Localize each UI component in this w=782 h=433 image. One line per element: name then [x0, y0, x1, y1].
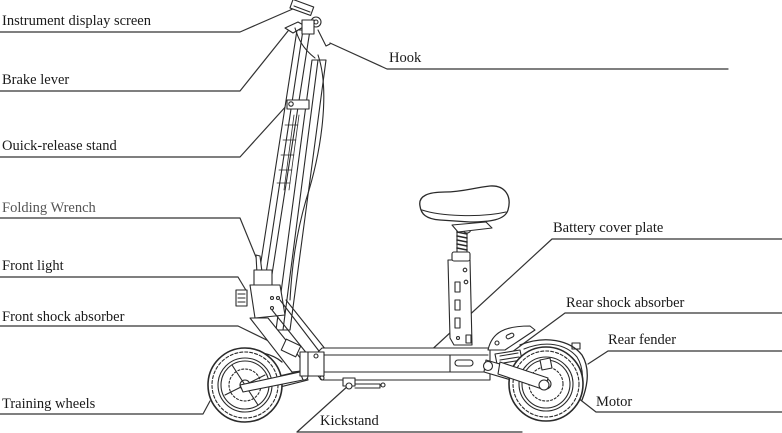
label-training-wheels: Training wheels	[2, 396, 96, 412]
label-folding-wrench: Folding Wrench	[2, 200, 96, 216]
label-front-shock-absorber: Front shock absorber	[2, 309, 125, 325]
front-wheel	[207, 347, 304, 423]
label-front-light: Front light	[2, 258, 64, 274]
rear-wheel	[497, 346, 584, 422]
label-quick-release-stand: Ouick-release stand	[2, 138, 117, 154]
seat-assembly	[419, 185, 510, 346]
label-motor: Motor	[596, 394, 633, 410]
cockpit	[284, 0, 331, 59]
deck	[299, 347, 491, 381]
label-kickstand: Kickstand	[320, 413, 379, 429]
label-rear-fender: Rear fender	[608, 332, 677, 348]
label-brake-lever: Brake lever	[2, 72, 70, 88]
kickstand	[342, 377, 386, 390]
label-battery-cover-plate: Battery cover plate	[553, 220, 664, 236]
stem	[254, 29, 327, 331]
label-instrument-display-screen: Instrument display screen	[2, 13, 151, 29]
label-rear-shock-absorber: Rear shock absorber	[566, 295, 685, 311]
label-hook: Hook	[389, 50, 422, 66]
